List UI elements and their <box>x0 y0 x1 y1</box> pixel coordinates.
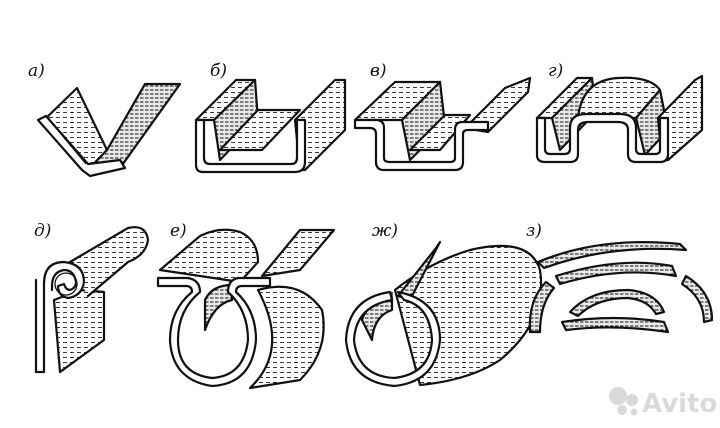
label-zh: ж) <box>372 221 398 241</box>
watermark-text: Avito <box>642 389 717 419</box>
label-d: д) <box>34 221 51 241</box>
profile-curled-edge <box>34 226 150 374</box>
profile-keyhole <box>156 228 336 390</box>
label-v: в) <box>370 61 387 81</box>
profile-curved-arcs <box>528 241 714 334</box>
profile-seamed-tube <box>344 240 543 388</box>
label-a: а) <box>28 61 45 81</box>
label-g: г) <box>548 61 563 81</box>
profile-u-channel <box>194 78 347 174</box>
avito-logo-icon <box>609 387 638 416</box>
profile-double-corrugated <box>535 74 704 164</box>
label-e: е) <box>170 221 187 241</box>
profile-hat-section <box>353 76 532 172</box>
profile-v-shape <box>36 82 182 178</box>
label-z: з) <box>526 221 542 241</box>
label-b: б) <box>210 61 227 81</box>
watermark: Avito <box>609 387 717 419</box>
